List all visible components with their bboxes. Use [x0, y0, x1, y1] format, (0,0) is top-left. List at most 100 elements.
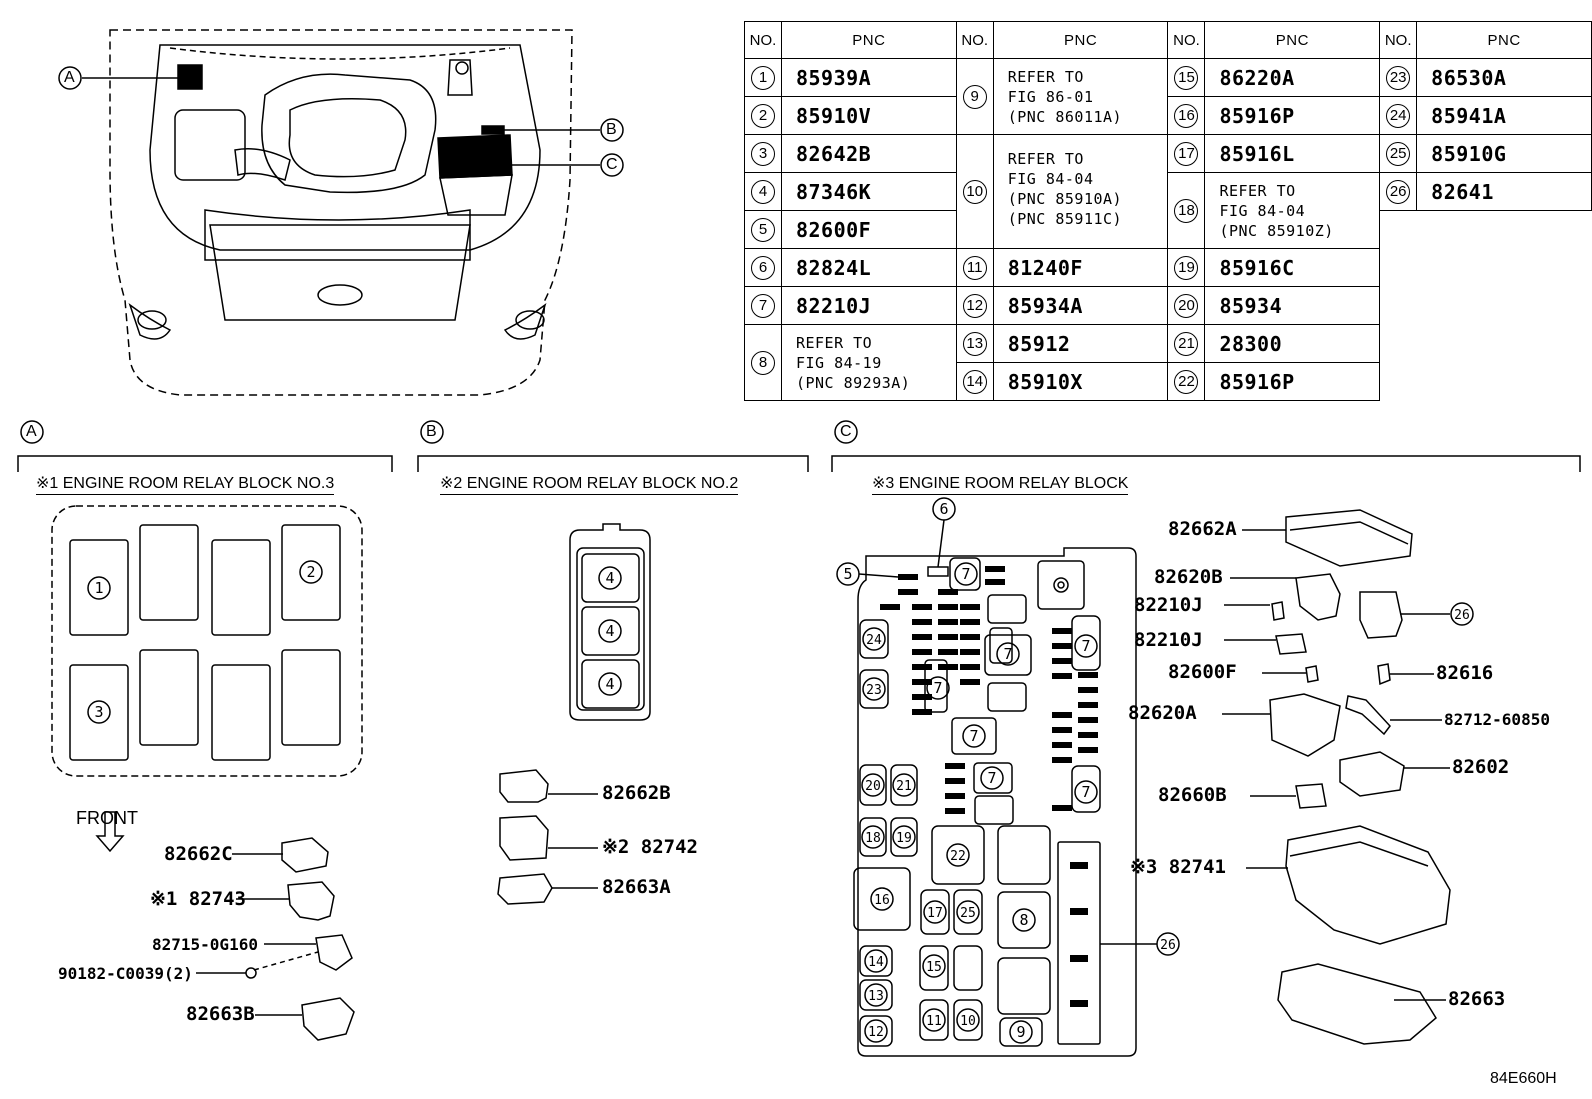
- position-number: 6: [939, 500, 948, 518]
- item-number: 24: [1386, 103, 1411, 128]
- position-number: 7: [1081, 637, 1090, 655]
- terminal-82616: [1377, 663, 1391, 686]
- battery-tray: [439, 174, 513, 216]
- position-number: 24: [866, 633, 882, 648]
- right-fog-lamp: [515, 310, 545, 330]
- position-number: 16: [874, 893, 890, 908]
- relay-slot: [211, 664, 271, 761]
- relay-slot-4b: [581, 606, 640, 656]
- position-number: 7: [1003, 645, 1012, 663]
- callout-circle-c: [600, 153, 624, 177]
- part-number: 85916C: [1204, 248, 1381, 287]
- table-row: 5 82600F: [744, 210, 1592, 249]
- part-number: 82642B: [780, 134, 957, 173]
- callout-circle-a: [58, 66, 82, 90]
- column-header: NO.: [1167, 21, 1206, 59]
- front-grille: [209, 224, 471, 321]
- position-number: 5: [843, 565, 852, 583]
- relay-82210j: [1275, 633, 1307, 655]
- relay-block-no2-layout: 444: [569, 523, 651, 721]
- table-header-row: NO. PNC NO. PNC NO. PNC NO. PNC: [744, 21, 1592, 59]
- position-number: 4: [605, 675, 614, 693]
- column-header: NO.: [1379, 21, 1418, 59]
- position-number: 7: [987, 769, 996, 787]
- relay-block-b-marker: [481, 125, 505, 135]
- bracket-82712: [1345, 695, 1391, 736]
- callout-circle-b: [600, 118, 624, 142]
- relay-block-a-marker: [177, 64, 203, 90]
- item-number: 23: [1386, 65, 1411, 90]
- position-number: 14: [868, 955, 884, 970]
- part-label-90182: 90182-C0039(2): [58, 964, 193, 983]
- item-number: 18: [1174, 198, 1199, 223]
- callout-c-label: C: [606, 156, 618, 173]
- position-number: 4: [605, 622, 614, 640]
- part-label-82210j: 82210J: [1134, 629, 1203, 651]
- position-number: 21: [896, 779, 912, 794]
- relay-slot-1: [69, 539, 129, 636]
- fluid-cap: [447, 59, 473, 96]
- section-b-letter: B: [426, 423, 437, 440]
- position-number: 18: [865, 831, 881, 846]
- item-number: 25: [1386, 141, 1411, 166]
- section-c-letter: C: [840, 423, 852, 440]
- part-number: 87346K: [780, 172, 957, 211]
- section-a-parts: [196, 837, 355, 1041]
- position-number: 17: [927, 906, 943, 921]
- part-label-82662a: 82662A: [1168, 518, 1237, 540]
- item-number: 16: [1174, 103, 1199, 128]
- item-number: 12: [962, 293, 987, 318]
- bracket-82715: [315, 934, 353, 971]
- part-number: 85934A: [992, 286, 1169, 325]
- part-label-82616: 82616: [1436, 662, 1494, 684]
- part-number: 82641: [1416, 172, 1592, 211]
- item-number: 5: [750, 217, 775, 242]
- position-number: 7: [969, 727, 978, 745]
- item-number: 7: [750, 293, 775, 318]
- part-number: 85934: [1204, 286, 1381, 325]
- section-a-title: ※1 ENGINE ROOM RELAY BLOCK NO.3: [36, 476, 335, 495]
- item-number: 21: [1174, 331, 1199, 356]
- hood-outline: [109, 29, 573, 396]
- relay-block-82742: [499, 815, 549, 861]
- part-number: 82210J: [780, 286, 957, 325]
- position-number: 12: [868, 1025, 884, 1040]
- position-number: 22: [950, 849, 966, 864]
- block-82620a: [1269, 693, 1341, 757]
- left-fog-lamp: [137, 310, 167, 330]
- intake-duct: [234, 148, 291, 181]
- position-number: 1: [94, 579, 103, 597]
- bracket-82663a: [497, 873, 553, 905]
- column-header: PNC: [1204, 21, 1381, 59]
- relay-cover-82662b: [499, 769, 549, 803]
- section-c-circle: [834, 420, 858, 444]
- engine-cover: [261, 73, 437, 194]
- callout-a-label: A: [64, 69, 75, 86]
- holder-82620b: [1295, 573, 1341, 621]
- column-header: PNC: [1416, 21, 1592, 59]
- table-row: 7 82210J 12 85934A 20 85934: [744, 286, 1592, 325]
- radiator-support: [204, 209, 471, 261]
- position-number: 7: [1081, 783, 1090, 801]
- relay-block-main-outline: [857, 547, 1137, 1057]
- vehicle-overview: [58, 29, 624, 396]
- relay-slot: [281, 649, 341, 746]
- part-label-82660b: 82660B: [1158, 784, 1227, 806]
- part-number: 82600F: [780, 210, 957, 249]
- section-c-parts: 26: [1222, 509, 1474, 1045]
- part-label-82600f: 82600F: [1168, 661, 1237, 683]
- bracket-b: [417, 455, 809, 472]
- front-arrow: [95, 811, 125, 853]
- position-number: 19: [896, 831, 912, 846]
- right-headlamp: [503, 302, 547, 340]
- part-label-82741: ※3 82741: [1130, 856, 1226, 878]
- figure-id: 84E660H: [1490, 1070, 1557, 1087]
- column-header: NO.: [744, 21, 782, 59]
- relay-block-82743: [287, 881, 335, 921]
